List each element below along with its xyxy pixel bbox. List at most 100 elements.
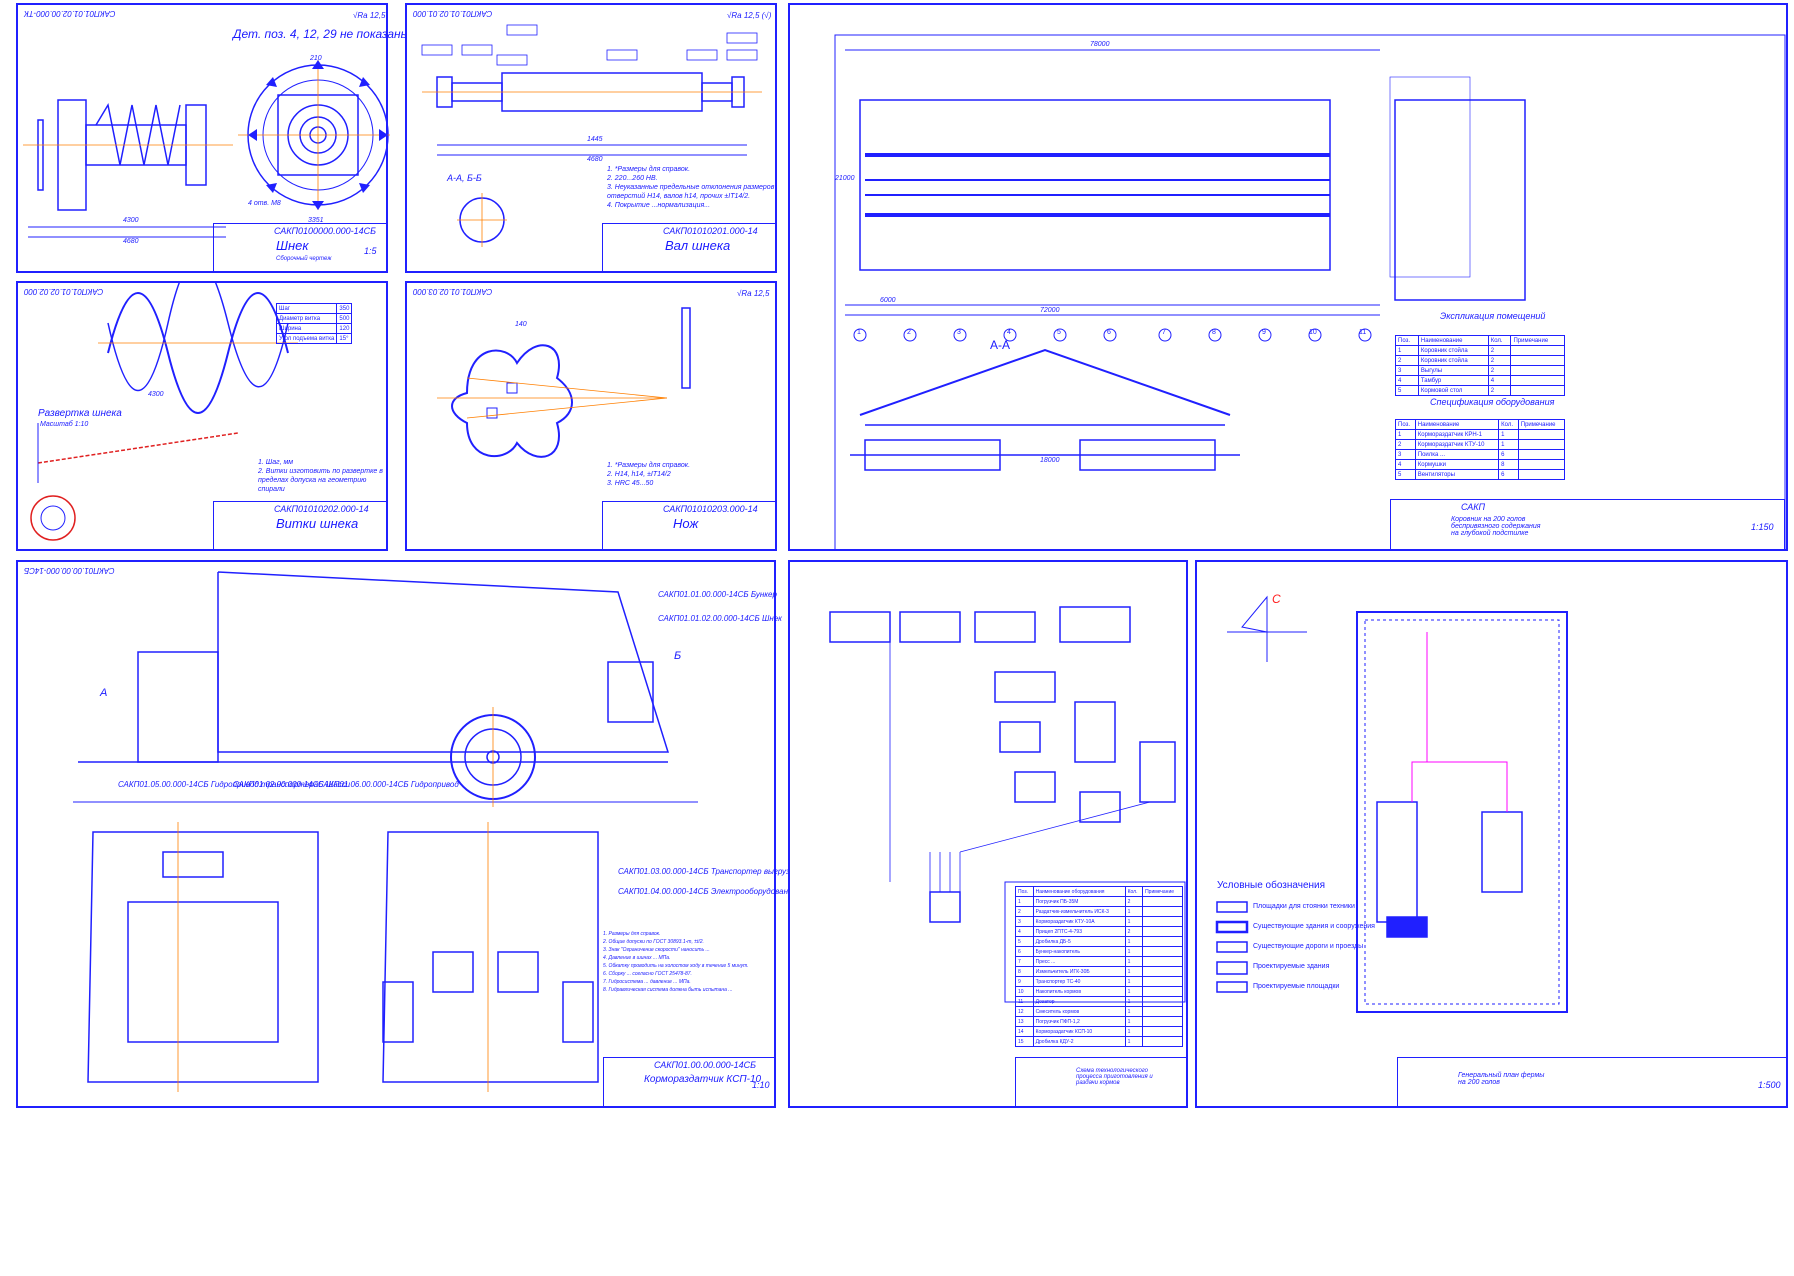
cell: 1 [1395, 345, 1419, 356]
cell: Вентиляторы [1414, 469, 1500, 480]
title-block: Вал шнека САКП01010201.000-14 [602, 223, 776, 273]
cell [1142, 906, 1183, 917]
equipment-title: Спецификация оборудования [1430, 397, 1555, 407]
sheet-code: САКП01.01.02.02.000 [24, 287, 104, 296]
note-line: 2. H14, h14, ±IT14/2 [607, 471, 671, 478]
cell: Погрузчик ПФП-1,2 [1032, 1016, 1126, 1027]
note-line: 1. *Размеры для справок. [607, 462, 691, 469]
cell: 1 [1124, 946, 1144, 957]
cell [1510, 355, 1565, 366]
note-line: 2. Общие допуски по ГОСТ 30893.1-m, ±t/2… [603, 939, 704, 945]
title-block-code: САКП0100000.000-14СБ [274, 226, 376, 236]
cell: Кормораздатчик КСП-10 [1032, 1026, 1126, 1037]
title-block-name: Витки шнека [276, 516, 359, 531]
cell: 2 [1487, 355, 1512, 366]
building-drawing [834, 34, 1786, 551]
roughness-mark: √Ra 12,5 [737, 289, 770, 298]
cell: 13 [1015, 1016, 1034, 1027]
callout-label: САКП01.02.00.000-14СБ Шасси [233, 780, 351, 789]
sheet-site-plan: С Условные обозначения Площадки для стоя… [1195, 560, 1788, 1108]
cell: 5 [1395, 469, 1416, 480]
cell: 2 [1395, 355, 1419, 366]
cell: Дробилка КДУ-2 [1032, 1036, 1126, 1047]
note-line: 4. Покрытие ...нормализация... [607, 202, 711, 209]
roughness-mark: √Ra 12,5 [353, 11, 386, 20]
wagon-drawing [73, 571, 698, 1092]
cell: Пресс ... [1032, 956, 1126, 967]
cell: 11 [1015, 996, 1034, 1007]
cell: 4 [1395, 459, 1416, 470]
note-line: 3. Знак "Ограничение скорости" наносить … [603, 947, 710, 953]
cell [1517, 449, 1566, 460]
title-block: Витки шнека САКП01010202.000-14 [213, 501, 387, 551]
axis-label: 10 [1309, 329, 1317, 336]
title-block: Генеральный план фермы на 200 голов 1:50… [1397, 1057, 1787, 1107]
cell: 1 [1015, 896, 1034, 907]
cell: Бункер-накопитель [1032, 946, 1126, 957]
sheet-code: САКП01.01.02.01.000 [413, 9, 493, 18]
dim-diameter: 3351 [308, 217, 324, 224]
callout-label: САКП01.01.00.000-14СБ Бункер [658, 590, 777, 599]
cell: 1 [1124, 996, 1144, 1007]
cell: Примечание [1510, 335, 1565, 346]
sheet-code: САКП01.01.02.00.000-ТК [24, 9, 116, 18]
cell: Поз. [1015, 886, 1034, 897]
cell: 350 [336, 303, 353, 314]
cell: Наименование [1417, 335, 1489, 346]
explication-title: Экспликация помещений [1440, 311, 1546, 321]
sheet-feed-wagon: САКП01.00.00.000-14СБ САКП01.01.00.000-1… [16, 560, 803, 1108]
cell: Кормовой стол [1417, 385, 1489, 396]
cell: Коровник стойла [1417, 345, 1489, 356]
cell: 9 [1015, 976, 1034, 987]
cell: Поилка ... [1414, 449, 1500, 460]
dim-total: 72000 [1040, 307, 1060, 314]
technical-notes: 1. Шаг, мм 2. Витки изготовить по развер… [258, 458, 388, 494]
cell: 1 [1124, 916, 1144, 927]
cell: Наименование оборудования [1032, 886, 1126, 897]
knife-drawing [437, 307, 691, 458]
cell: 6 [1015, 946, 1034, 957]
cell: 5 [1015, 936, 1034, 947]
development-scale: Масштаб 1:10 [40, 421, 89, 428]
title-block-scale: 1:150 [1751, 522, 1774, 532]
north-indicator: С [1272, 592, 1281, 606]
cell: 1 [1124, 956, 1144, 967]
axis-label: 4 [1007, 329, 1011, 336]
cell: Дозатор [1032, 996, 1126, 1007]
cell: Кормушки [1414, 459, 1500, 470]
cell: 1 [1124, 976, 1144, 987]
cell [1142, 1016, 1183, 1027]
cell: 2 [1015, 906, 1034, 917]
note-line: 3. Неуказанные предельные отклонения раз… [607, 184, 775, 200]
cell: 1 [1124, 906, 1144, 917]
title-block: Шнек Сборочный чертеж САКП0100000.000-14… [213, 223, 387, 273]
roughness-mark: √Ra 12,5 (√) [727, 11, 772, 20]
cell: 8 [1498, 459, 1519, 470]
cell: Кормораздатчик КРН-1 [1414, 429, 1500, 440]
cell: Ширина [275, 323, 338, 334]
cell: 2 [1124, 896, 1144, 907]
technical-notes: 1. Размеры для справок. 2. Общие допуски… [603, 930, 773, 994]
blade-drawing [30, 283, 298, 541]
dim-length: 4300 [123, 217, 139, 224]
cell [1142, 896, 1183, 907]
title-block-name: Схема технологического процесса приготов… [1076, 1068, 1153, 1086]
dim-bay: 6000 [880, 297, 896, 304]
callout-label: САКП01.04.00.000-14СБ Электрооборудовани… [618, 887, 797, 896]
title-block: Нож САКП01010203.000-14 [602, 501, 776, 551]
cell [1142, 956, 1183, 967]
axis-label: 7 [1162, 329, 1166, 336]
cell: Диаметр витка [275, 313, 338, 324]
